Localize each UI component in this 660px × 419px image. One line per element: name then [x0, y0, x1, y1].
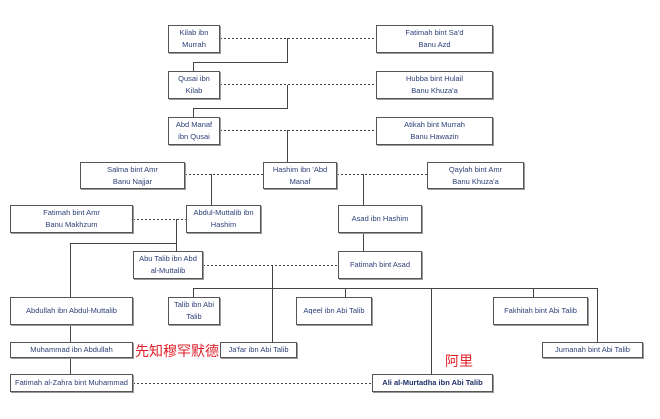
- name-line: Fatimah al-Zahra bint Muhammad: [15, 378, 128, 387]
- person-jafar: Ja'far ibn Abi Talib: [220, 342, 297, 358]
- annotation-muhammad-chinese: 先知穆罕默德: [135, 344, 219, 360]
- name-line: Kilab: [185, 86, 203, 95]
- tribe-line: Banu Azd: [418, 40, 451, 49]
- name-line: Hashim ibn 'Abd: [272, 164, 328, 174]
- person-abdullah: Abdullah ibn Abdul-Muttalib: [10, 297, 133, 325]
- name-line: Qusai ibn: [178, 74, 210, 83]
- name-line: Atikah bint Murrah: [404, 120, 465, 129]
- name-line: Abdullah ibn Abdul-Muttalib: [26, 306, 117, 315]
- name-line: Manaf: [289, 176, 311, 186]
- name-line: Fakhitah bint Abi Talib: [504, 306, 577, 315]
- tribe-line: Banu Makhzum: [45, 220, 98, 229]
- tribe-line: Banu Khuza'a: [411, 86, 458, 95]
- person-asad: Asad ibn Hashim: [338, 205, 422, 233]
- name-line: Aqeel ibn Abi Talib: [303, 306, 365, 315]
- name-line: al-Muttalib: [150, 266, 186, 275]
- person-muhammad: Muhammad ibn Abdullah: [10, 342, 133, 358]
- name-line: Ja'far ibn Abi Talib: [228, 345, 289, 354]
- person-abd-manaf: Abd Manaf ibn Qusai: [168, 117, 220, 145]
- name-line: Hashim: [210, 220, 237, 229]
- name-line: Ali al-Murtadha ibn Abi Talib: [382, 378, 483, 387]
- person-jumanah: Jumanah bint Abi Talib: [542, 342, 643, 358]
- person-ali: Ali al-Murtadha ibn Abi Talib: [372, 374, 493, 392]
- name-line: Fatimah bint Asad: [349, 260, 411, 269]
- annotation-ali-chinese: 阿里: [445, 354, 473, 370]
- person-abu-talib: Abu Talib ibn Abd al-Muttalib: [133, 251, 203, 279]
- name-line: ibn Qusai: [178, 132, 210, 141]
- descent-lines: [70, 38, 598, 374]
- name-line: Abdul-Muttalib ibn: [193, 208, 254, 217]
- name-line: Talib: [186, 312, 202, 321]
- name-line: Kilab ibn: [179, 28, 209, 37]
- name-line: Fatimah bint Amr: [43, 208, 100, 217]
- name-line: Talib ibn Abi: [173, 300, 215, 309]
- marriage-lines: [133, 38, 427, 384]
- name-line: Qaylah bint Amr: [448, 164, 503, 174]
- name-line: Fatimah bint Sa'd: [405, 28, 464, 37]
- name-line: Muhammad ibn Abdullah: [30, 345, 113, 354]
- person-aqeel: Aqeel ibn Abi Talib: [296, 297, 372, 325]
- tribe-line: Banu Najjar: [112, 176, 153, 186]
- name-line: Murrah: [182, 40, 206, 49]
- name-line: Abd Manaf: [175, 120, 213, 129]
- tribe-line: Banu Hawazin: [410, 132, 459, 141]
- name-line: Jumanah bint Abi Talib: [555, 345, 630, 354]
- person-fakhitah: Fakhitah bint Abi Talib: [493, 297, 588, 325]
- name-line: Salma bint Amr: [107, 164, 158, 174]
- name-line: Abu Talib ibn Abd: [139, 254, 197, 263]
- name-line: Hubba bint Hulail: [405, 74, 464, 83]
- person-fatimah-bint-asad: Fatimah bint Asad: [338, 251, 422, 279]
- person-fatimah-al-zahra: Fatimah al-Zahra bint Muhammad: [10, 374, 133, 392]
- name-line: Asad ibn Hashim: [351, 214, 409, 223]
- tribe-line: Banu Khuza'a: [452, 176, 499, 186]
